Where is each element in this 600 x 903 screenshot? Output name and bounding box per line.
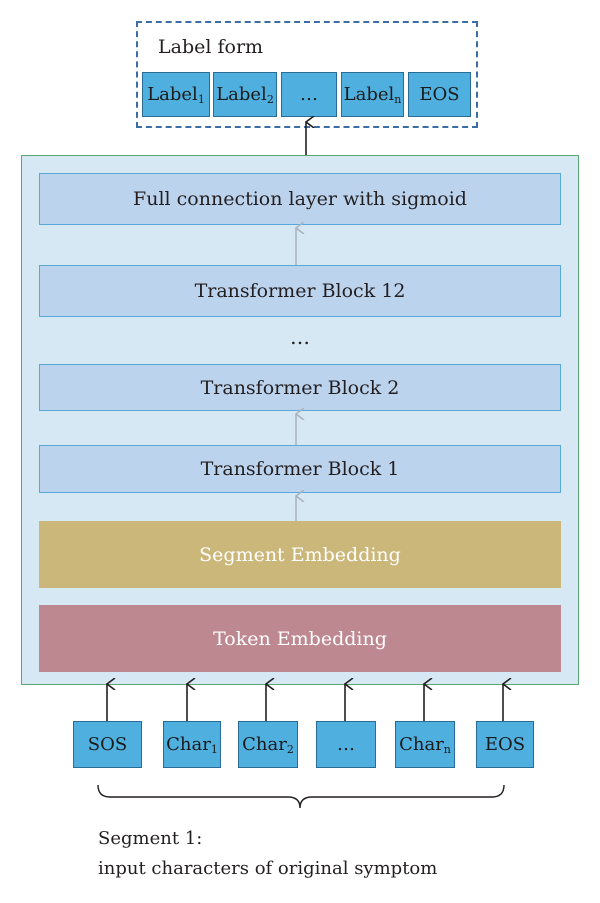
label-cell-2-sub: 2 bbox=[266, 93, 274, 106]
input-cell-sos-text: SOS bbox=[87, 734, 128, 755]
transformer-block-1-label: Transformer Block 1 bbox=[200, 458, 400, 480]
segment-caption-line-1: Segment 1: bbox=[98, 828, 203, 849]
label-cell-2-text: Label bbox=[216, 84, 267, 105]
transformer-block-12: Transformer Block 12 bbox=[39, 265, 561, 317]
segment-embedding: Segment Embedding bbox=[39, 521, 561, 588]
transformer-block-2-label: Transformer Block 2 bbox=[200, 376, 400, 399]
input-cell-eos: EOS bbox=[476, 721, 534, 768]
input-cell-ellipsis: … bbox=[316, 721, 376, 768]
segment-embedding-label: Segment Embedding bbox=[199, 543, 401, 566]
full-connection-layer: Full connection layer with sigmoid bbox=[39, 173, 561, 225]
token-embedding: Token Embedding bbox=[39, 605, 561, 672]
input-cell-char-2-sub: 2 bbox=[286, 743, 294, 756]
label-cell-n-text: Label bbox=[343, 84, 395, 105]
input-cell-char-n-text: Char bbox=[399, 734, 444, 755]
label-cell-eos-text: EOS bbox=[419, 84, 460, 105]
segment-brace bbox=[97, 784, 505, 809]
full-connection-layer-label: Full connection layer with sigmoid bbox=[133, 188, 467, 210]
label-cell-n-sub: n bbox=[394, 93, 402, 106]
label-cell-1-text: Label bbox=[147, 84, 198, 105]
input-cell-char-n-sub: n bbox=[443, 743, 451, 756]
input-cell-char-1-text: Char bbox=[166, 734, 211, 755]
label-cell-1-sub: 1 bbox=[197, 93, 205, 106]
label-cell-ellipsis-text: … bbox=[300, 84, 318, 105]
token-embedding-label: Token Embedding bbox=[213, 627, 387, 650]
model-container bbox=[21, 155, 579, 685]
label-form-title: Label form bbox=[158, 36, 264, 58]
input-cell-char-2-text: Char bbox=[242, 734, 287, 755]
input-cell-eos-text: EOS bbox=[484, 734, 526, 755]
input-cell-ellipsis-text: … bbox=[337, 734, 355, 755]
segment-caption-line-2: input characters of original symptom bbox=[98, 858, 438, 879]
block-ellipsis: … bbox=[290, 325, 310, 349]
input-cell-sos: SOS bbox=[73, 721, 142, 768]
transformer-block-2: Transformer Block 2 bbox=[39, 364, 561, 411]
label-cell-ellipsis: … bbox=[281, 72, 337, 117]
input-cell-char-1-sub: 1 bbox=[210, 743, 218, 756]
transformer-block-12-label: Transformer Block 12 bbox=[194, 280, 406, 302]
label-cell-eos: EOS bbox=[408, 72, 471, 117]
